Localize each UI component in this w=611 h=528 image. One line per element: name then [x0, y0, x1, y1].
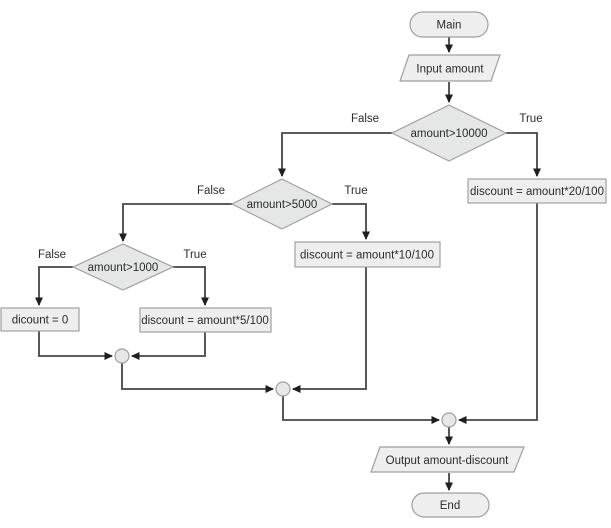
node-discount-5: discount = amount*5/100 — [139, 307, 272, 333]
edge-merge2-to-merge3 — [282, 396, 440, 424]
edge-decision5000-true — [332, 203, 370, 240]
nodes: Main Input amount amount>10000 discount … — [0, 11, 607, 518]
decision-1000-label: amount>1000 — [88, 262, 159, 274]
node-start-terminator: Main — [409, 11, 489, 38]
output-io-label: Output amount-discount — [386, 455, 510, 467]
discount-10-label: discount = amount*10/100 — [300, 250, 434, 262]
decision-5000-label: amount>5000 — [247, 199, 318, 211]
edge-discount10-to-merge2 — [292, 267, 367, 393]
decision-1000-shape — [71, 243, 175, 291]
end-terminator-label: End — [440, 500, 460, 512]
discount-10-shape — [294, 241, 441, 268]
output-io-shape — [370, 446, 525, 473]
edge-merge1-to-merge2 — [121, 363, 274, 393]
node-discount-10: discount = amount*10/100 — [294, 241, 441, 268]
label-decision10000-true: True — [519, 113, 542, 125]
input-io-shape — [399, 54, 501, 82]
node-output-io: Output amount-discount — [370, 446, 525, 473]
merge-connector-2 — [275, 381, 291, 397]
end-terminator-shape — [411, 492, 490, 518]
input-io-label: Input amount — [416, 64, 484, 76]
decision-10000-label: amount>10000 — [410, 128, 487, 140]
node-end-terminator: End — [411, 492, 490, 518]
node-decision-10000: amount>10000 — [390, 104, 508, 162]
edge-discount20-to-merge3 — [458, 203, 538, 424]
label-decision1000-false: False — [38, 249, 66, 261]
label-decision5000-true: True — [344, 185, 367, 197]
node-discount-20: discount = amount*20/100 — [467, 178, 607, 204]
edge-labels: False True False True False True — [38, 113, 543, 261]
start-terminator-label: Main — [437, 20, 462, 32]
discount-0-shape — [0, 307, 80, 332]
discount-0-label: dicount = 0 — [12, 315, 69, 327]
edge-decision1000-true — [173, 266, 209, 306]
node-input-io: Input amount — [399, 54, 501, 82]
node-decision-5000: amount>5000 — [230, 178, 334, 230]
edge-discount5-to-merge1 — [131, 332, 206, 360]
label-decision1000-true: True — [183, 249, 206, 261]
edge-decision10000-false — [278, 132, 392, 177]
node-discount-0: dicount = 0 — [0, 307, 80, 332]
node-decision-1000: amount>1000 — [71, 243, 175, 291]
discount-5-label: discount = amount*5/100 — [141, 315, 269, 327]
start-terminator-shape — [409, 11, 489, 38]
edge-decision10000-true — [506, 132, 541, 177]
discount-20-shape — [467, 178, 607, 204]
edge-discount0-to-merge1 — [38, 331, 113, 360]
label-decision5000-false: False — [197, 185, 225, 197]
discount-5-shape — [139, 307, 272, 333]
discount-20-label: discount = amount*20/100 — [470, 186, 604, 198]
merge-connector-1 — [114, 348, 130, 364]
edges — [35, 37, 541, 491]
edge-decision5000-false — [119, 203, 232, 242]
decision-5000-shape — [230, 178, 334, 230]
edge-decision1000-false — [35, 266, 73, 306]
label-decision10000-false: False — [351, 113, 379, 125]
decision-10000-shape — [390, 104, 508, 162]
merge-connector-3 — [441, 412, 457, 428]
